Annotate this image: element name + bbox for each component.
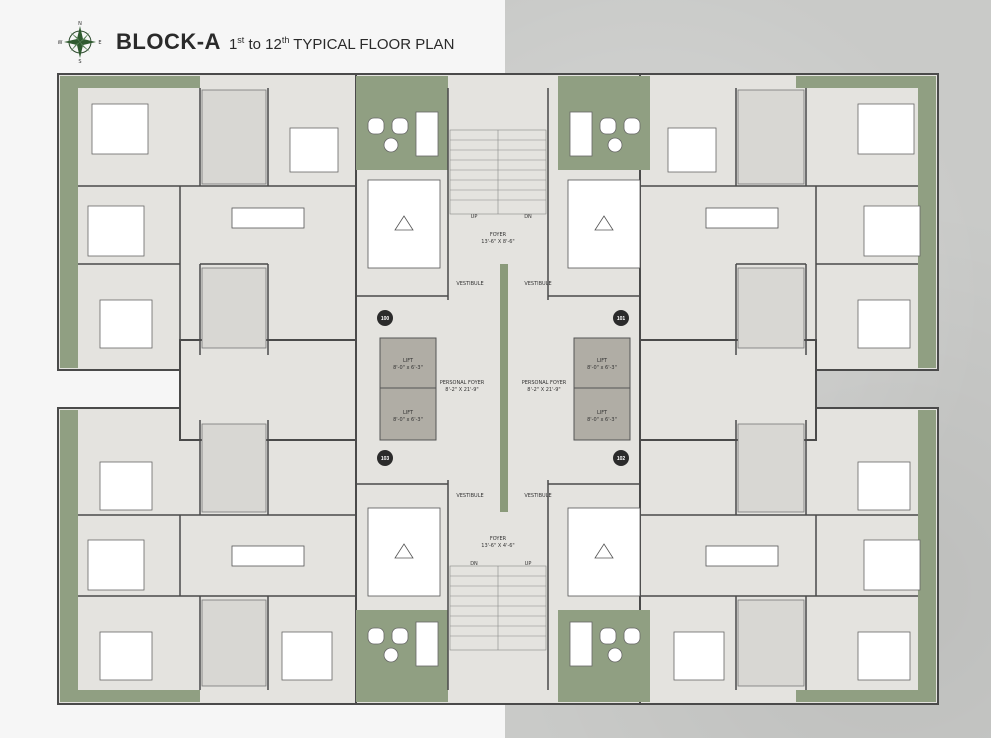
vestibule-bl: VESTIBULE	[456, 493, 483, 499]
unit-100: 100	[381, 316, 390, 322]
floor-from-suffix: st	[237, 35, 245, 45]
stair-up-bottom: UP	[525, 561, 532, 567]
stair-up-top: UP	[471, 214, 478, 220]
unit-badges: 100 101 103 102	[377, 310, 629, 466]
personal-foyer-left: PERSONAL FOYER	[440, 380, 485, 386]
foyer-bottom-label: FOYER	[490, 536, 507, 542]
toilets	[201, 89, 805, 687]
foyer-top-dim: 13'-6" X 8'-6"	[481, 239, 514, 245]
dining-tables	[231, 207, 779, 567]
core-labels: UP DN FOYER 13'-6" X 8'-6" VESTIBULE VES…	[393, 214, 617, 567]
foyer-bottom-dim: 13'-6" X 4'-6"	[481, 543, 514, 549]
compass-w: W	[58, 40, 63, 46]
compass-n: N	[78, 21, 82, 27]
floor-range: 1st to 12th TYPICAL FLOOR PLAN	[229, 35, 454, 53]
personal-foyer-left-dim: 8'-2" X 21'-9"	[445, 387, 478, 393]
lift-1-dim: 8'-0" x 6'-3"	[393, 365, 423, 371]
floor-to-suffix: th	[281, 35, 290, 45]
lift-4-dim: 8'-0" x 6'-3"	[587, 417, 617, 423]
beds	[87, 103, 921, 681]
lift-3-label: LIFT	[597, 358, 608, 364]
lift-2-dim: 8'-0" x 6'-3"	[393, 417, 423, 423]
living-sofas	[367, 179, 641, 597]
personal-foyer-right-dim: 8'-2" X 21'-9"	[527, 387, 560, 393]
compass-s: S	[78, 59, 81, 64]
unit-102: 102	[617, 456, 626, 462]
floor-to: to 12	[244, 36, 282, 53]
lift-2-label: LIFT	[403, 410, 414, 416]
plan-header: N S E W BLOCK-A 1st to 12th TYPICAL FLOO…	[58, 21, 455, 65]
lift-1-label: LIFT	[403, 358, 414, 364]
unit-103: 103	[381, 456, 390, 462]
vestibule-tl: VESTIBULE	[456, 281, 483, 287]
landscape-strip	[500, 264, 508, 512]
vestibule-br: VESTIBULE	[524, 493, 551, 499]
lifts	[379, 337, 631, 441]
unit-101: 101	[617, 316, 626, 322]
lift-3-dim: 8'-0" x 6'-3"	[587, 365, 617, 371]
personal-foyer-right: PERSONAL FOYER	[522, 380, 567, 386]
lift-4-label: LIFT	[597, 410, 608, 416]
block-name: BLOCK-A	[116, 29, 221, 54]
plan-title: TYPICAL FLOOR PLAN	[289, 36, 455, 53]
vestibule-tr: VESTIBULE	[524, 281, 551, 287]
terrace-furniture	[367, 111, 641, 667]
compass-icon: N S E W	[58, 20, 102, 65]
stair-dn-bottom: DN	[470, 561, 478, 567]
foyer-top-label: FOYER	[490, 232, 507, 238]
page-title: BLOCK-A 1st to 12th TYPICAL FLOOR PLAN	[116, 29, 454, 55]
staircases	[449, 129, 547, 651]
stair-dn-top: DN	[524, 214, 532, 220]
compass-e: E	[98, 40, 101, 46]
floor-from: 1	[228, 36, 238, 53]
interior-walls	[78, 88, 918, 690]
